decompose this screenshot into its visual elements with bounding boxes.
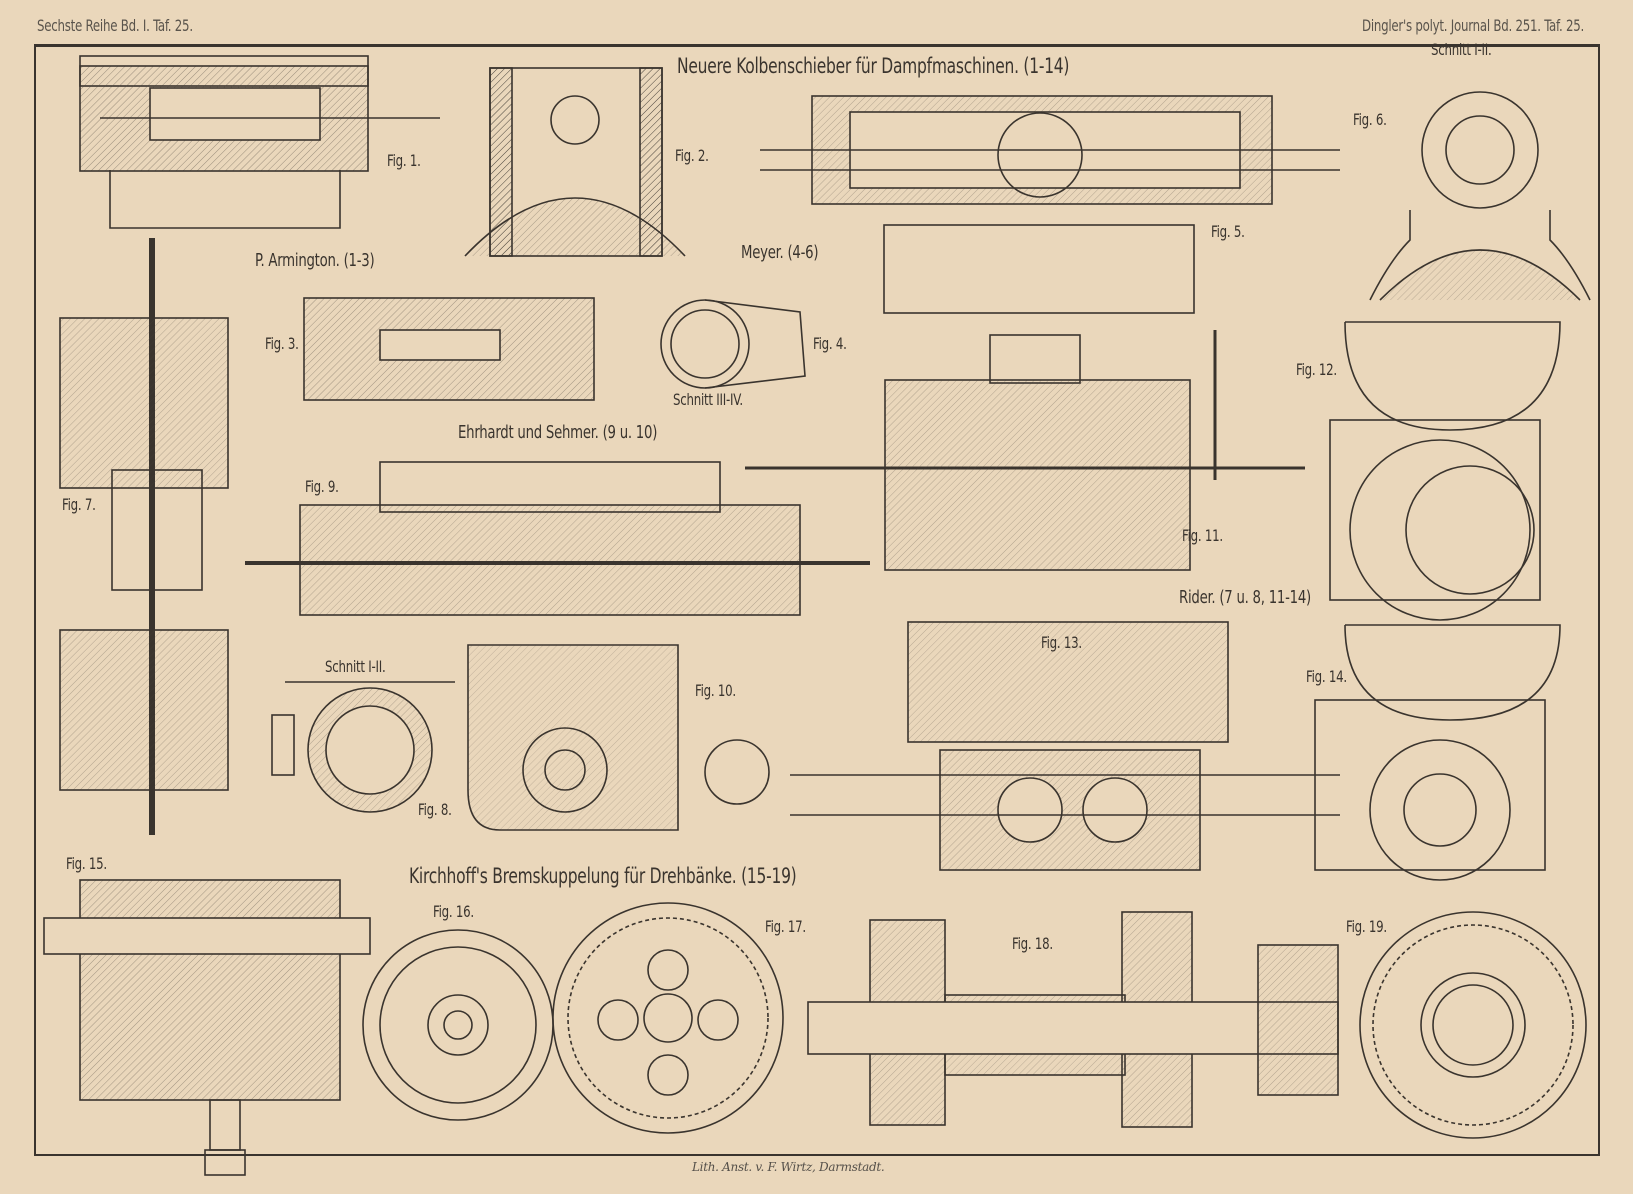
fig3-label: Fig. 3. bbox=[265, 334, 299, 353]
main-title: Neuere Kolbenschieber für Dampfmaschinen… bbox=[677, 54, 1070, 78]
fig2-drawing bbox=[464, 67, 686, 257]
fig8-drawing bbox=[271, 681, 455, 813]
fig13-drawing bbox=[790, 621, 1340, 871]
section-label-fig4: Schnitt III-IV. bbox=[673, 390, 743, 409]
section-label-fig6: Schnitt I-II. bbox=[1431, 40, 1492, 59]
fig17-label: Fig. 17. bbox=[765, 917, 806, 936]
fig19-label: Fig. 19. bbox=[1346, 917, 1387, 936]
fig16-label: Fig. 16. bbox=[433, 902, 474, 921]
fig15-drawing bbox=[43, 879, 371, 1176]
fig14-drawing bbox=[1314, 624, 1561, 881]
fig1-drawing bbox=[79, 55, 440, 229]
fig5-drawing bbox=[760, 95, 1340, 314]
rider-title: Rider. (7 u. 8, 11-14) bbox=[1179, 587, 1311, 608]
fig17-drawing bbox=[552, 902, 784, 1134]
fig11-label: Fig. 11. bbox=[1182, 526, 1223, 545]
fig6-drawing bbox=[1369, 91, 1591, 301]
fig18-drawing bbox=[807, 911, 1339, 1128]
header-right: Dingler's polyt. Journal Bd. 251. Taf. 2… bbox=[1362, 16, 1585, 35]
fig15-label: Fig. 15. bbox=[66, 854, 107, 873]
fig7-drawing bbox=[59, 238, 229, 835]
fig9-label: Fig. 9. bbox=[305, 477, 339, 496]
lithographer-credit: Lith. Anst. v. F. Wirtz, Darmstadt. bbox=[692, 1160, 885, 1174]
plate-border bbox=[34, 44, 1600, 1156]
fig5-label: Fig. 5. bbox=[1211, 222, 1245, 241]
section-label-fig8: Schnitt I-II. bbox=[325, 657, 386, 676]
kirchhoff-title: Kirchhoff's Bremskuppelung für Drehbänke… bbox=[409, 864, 797, 888]
fig10-drawing bbox=[467, 644, 770, 831]
fig1-label: Fig. 1. bbox=[387, 151, 421, 170]
fig7-label: Fig. 7. bbox=[62, 495, 96, 514]
fig10-label: Fig. 10. bbox=[695, 681, 736, 700]
fig4-label: Fig. 4. bbox=[813, 334, 847, 353]
fig18-label: Fig. 18. bbox=[1012, 934, 1053, 953]
fig9-drawing bbox=[245, 461, 870, 616]
fig13-label: Fig. 13. bbox=[1041, 633, 1082, 652]
armington-title: P. Armington. (1-3) bbox=[255, 250, 375, 271]
fig19-drawing bbox=[1359, 911, 1587, 1139]
fig12-label: Fig. 12. bbox=[1296, 360, 1337, 379]
meyer-title: Meyer. (4-6) bbox=[741, 242, 819, 263]
header-left: Sechste Reihe Bd. I. Taf. 25. bbox=[37, 16, 193, 35]
fig12-drawing bbox=[1329, 321, 1561, 621]
fig2-label: Fig. 2. bbox=[675, 146, 709, 165]
ehrhardt-title: Ehrhardt und Sehmer. (9 u. 10) bbox=[458, 422, 658, 443]
fig16-drawing bbox=[362, 929, 554, 1121]
fig8-label: Fig. 8. bbox=[418, 800, 452, 819]
fig3-drawing bbox=[303, 297, 595, 401]
fig4-drawing bbox=[660, 299, 806, 389]
fig14-label: Fig. 14. bbox=[1306, 667, 1347, 686]
fig11-drawing bbox=[745, 330, 1305, 571]
fig6-label: Fig. 6. bbox=[1353, 110, 1387, 129]
